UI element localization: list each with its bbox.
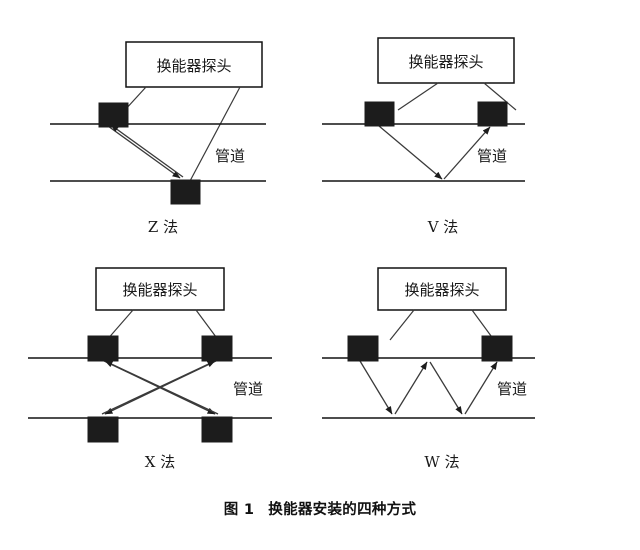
transducer-block-top-right bbox=[201, 335, 233, 362]
callout-box bbox=[125, 41, 263, 88]
pipe-label: 管道 bbox=[233, 380, 263, 398]
method-label-w: W 法 bbox=[424, 453, 459, 471]
method-label-v: V 法 bbox=[427, 218, 459, 236]
transducer-block-top bbox=[98, 102, 129, 128]
beam-segment-3 bbox=[429, 361, 463, 415]
transducer-block-right bbox=[481, 335, 513, 362]
callout-label: 换能器探头 bbox=[156, 57, 231, 75]
beam-path-down bbox=[378, 125, 443, 180]
leader-line-lower bbox=[189, 86, 241, 182]
beam-segment-1 bbox=[359, 360, 393, 415]
callout-label: 换能器探头 bbox=[122, 281, 197, 299]
pipe-label: 管道 bbox=[215, 147, 245, 165]
callout-box bbox=[377, 267, 507, 311]
panel-x-method: 换能器探头 管道 X 法 bbox=[0, 248, 320, 488]
leader-line-left bbox=[389, 309, 415, 341]
figure-caption-text: 换能器安装的四种方式 bbox=[268, 502, 417, 518]
beam-path-up bbox=[443, 126, 491, 180]
panel-v-method: 换能器探头 管道 V 法 bbox=[320, 10, 640, 250]
callout-label: 换能器探头 bbox=[408, 53, 483, 71]
callout-box bbox=[377, 37, 515, 84]
transducer-block-bottom-right bbox=[201, 416, 233, 443]
transducer-block-top-left bbox=[87, 335, 119, 362]
transducer-block-right bbox=[477, 101, 508, 127]
beam-path-down bbox=[107, 125, 181, 179]
beam-segment-2 bbox=[394, 361, 428, 415]
leader-line-right bbox=[483, 82, 517, 111]
figure-caption: 图 1 换能器安装的四种方式 bbox=[0, 498, 640, 519]
panel-w-method: 换能器探头 管道 W 法 bbox=[320, 248, 640, 488]
transducer-block-left bbox=[364, 101, 395, 127]
leader-line-right bbox=[471, 309, 495, 341]
callout-label: 换能器探头 bbox=[404, 281, 479, 299]
transducer-block-bottom bbox=[170, 179, 201, 205]
beam-path-ll-to-ur bbox=[101, 360, 216, 415]
transducer-block-bottom-left bbox=[87, 416, 119, 443]
pipe-label: 管道 bbox=[477, 147, 507, 165]
method-label-x: X 法 bbox=[145, 453, 175, 471]
pipe-label: 管道 bbox=[497, 380, 527, 398]
beam-segment-4 bbox=[464, 361, 498, 415]
method-label-z: Z 法 bbox=[148, 218, 178, 236]
transducer-block-left bbox=[347, 335, 379, 362]
panel-z-method: 换能器探头 管道 Z 法 bbox=[0, 10, 320, 250]
beam-path-up bbox=[110, 124, 184, 178]
callout-box bbox=[95, 267, 225, 311]
figure-caption-number: 图 1 bbox=[223, 502, 255, 518]
leader-line-left bbox=[397, 82, 439, 111]
